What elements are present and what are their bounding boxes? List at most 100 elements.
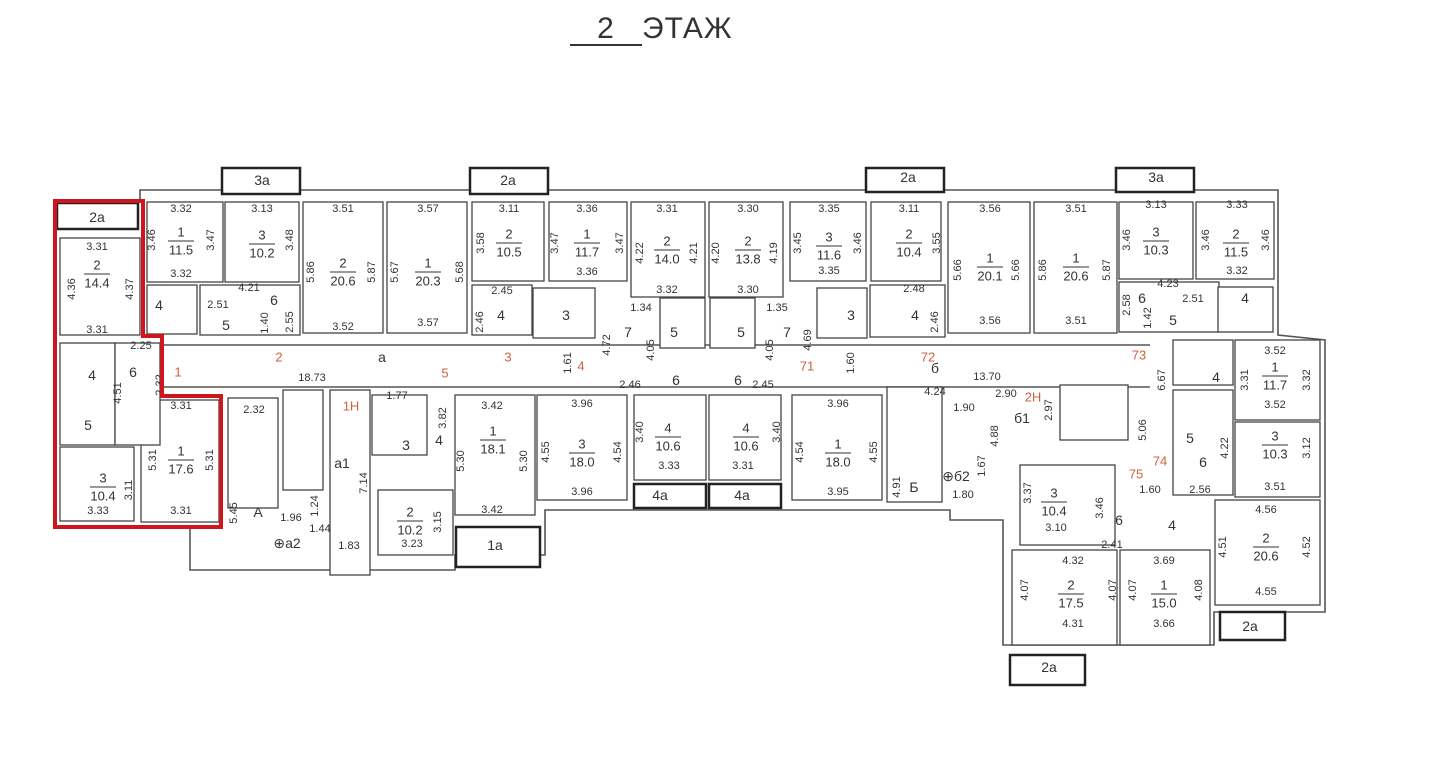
dimension-label: 3.51 [1065,315,1086,327]
dimension-label: 6.67 [1156,369,1168,390]
dimension-label: 3.32 [1301,369,1313,390]
section-marker: 2 [275,350,282,365]
room-number: 2 [744,234,751,249]
room-code: 4 [155,297,163,313]
room-label: 310.3 [1262,429,1288,462]
section-marker: 1Н [343,399,360,414]
dimension-label: 4.69 [802,329,814,350]
dimension-label: 3.57 [417,317,438,329]
room-code: 5 [222,317,230,333]
room [59,446,135,522]
section-marker: 75 [1129,467,1143,482]
room [536,394,628,501]
room-area: 13.8 [735,252,760,267]
balcony [1114,166,1196,194]
dimension-label: 3.35 [818,265,839,277]
room-number: 1 [177,225,184,240]
room-area: 20.6 [1253,549,1278,564]
room-number: 2 [339,256,346,271]
room-code: 7 [783,324,791,340]
room-code: 6 [734,372,742,388]
room-label: 217.5 [1058,578,1084,611]
dimension-label: 1.60 [845,352,857,373]
room-code: а1 [334,455,350,471]
dimension-label: 2.58 [1121,294,1133,315]
dimension-label: 3.32 [170,203,191,215]
room-code: 4a [734,487,750,503]
room-code: б1 [1014,410,1030,426]
dimension-label: 3.11 [499,203,520,215]
dimension-label: 3.35 [818,203,839,215]
room [791,394,883,501]
room-label: 210.5 [496,227,522,260]
dimension-label: 4.72 [601,334,613,355]
dimension-label: 3.32 [1226,265,1247,277]
room-label: 310.3 [1143,225,1169,258]
dimension-label: 2.41 [1101,539,1122,551]
room [1195,201,1275,280]
room-label: 120.6 [1063,251,1089,284]
dimension-label: 4.08 [1193,579,1205,600]
room [1119,549,1211,646]
dimension-label: 3.82 [437,407,449,428]
room-label: 210.4 [896,227,922,260]
room-area: 10.3 [1143,243,1168,258]
room-label: 410.6 [733,421,759,454]
dimension-label: 4.22 [634,242,646,263]
room-area: 17.6 [168,462,193,477]
dimension-label: 2.97 [1043,399,1055,420]
dimension-label: 4.91 [891,476,903,497]
dimension-label: 3.95 [827,486,848,498]
room-code: б [931,360,939,376]
dimension-label: 3.31 [86,241,107,253]
room-code: 6 [1138,290,1146,306]
dimension-label: 2.51 [207,299,228,311]
room-label: 111.5 [168,225,194,258]
dimension-label: 2.46 [929,311,941,332]
dimension-label: 3.51 [1264,481,1285,493]
room-area: 14.0 [654,252,679,267]
selected-apartment-outline[interactable] [53,199,223,529]
room [1214,499,1321,606]
dimension-label: 5.68 [454,261,466,282]
dimension-label: 3.13 [1145,199,1166,211]
dimension-label: 4.22 [1219,437,1231,458]
room [1217,286,1274,333]
dimension-label: 4.37 [124,278,136,299]
room-code: Б [909,479,918,495]
room-area: 10.4 [90,489,115,504]
room [659,297,706,349]
dimension-label: 3.57 [417,203,438,215]
room [227,397,279,509]
room [1059,384,1129,441]
dimension-label: 4.05 [645,339,657,360]
dimension-label: 3.46 [1121,229,1133,250]
dimension-label: 3.32 [170,268,191,280]
room-code: 5 [670,324,678,340]
dimension-label: 4.52 [1301,536,1313,557]
dimension-label: 4.21 [238,282,259,294]
dimension-label: 3.37 [1022,482,1034,503]
dimension-label: 1.61 [562,352,574,373]
room-code: ⊕б2 [942,468,970,484]
room-number: 2 [905,227,912,242]
dimension-label: 5.66 [1010,259,1022,280]
dimension-label: 4.07 [1019,579,1031,600]
room-area: 15.0 [1151,596,1176,611]
balcony [454,525,542,569]
dimension-label: 4.55 [868,441,880,462]
dimension-label: 2.32 [243,404,264,416]
room-code: 7 [624,324,632,340]
floor-number: 2 [570,14,642,46]
dimension-label: 1.80 [952,489,973,501]
room [386,201,468,334]
dimension-label: 2.90 [995,388,1016,400]
dimension-label: 5.30 [518,450,530,471]
room-code: 5 [1169,312,1177,328]
room-code: 2a [500,172,516,188]
section-marker: 73 [1132,348,1146,363]
room-label: 115.0 [1151,578,1177,611]
room-number: 4 [742,421,749,436]
room-area: 11.7 [575,245,599,260]
room-label: 214.4 [84,258,110,291]
